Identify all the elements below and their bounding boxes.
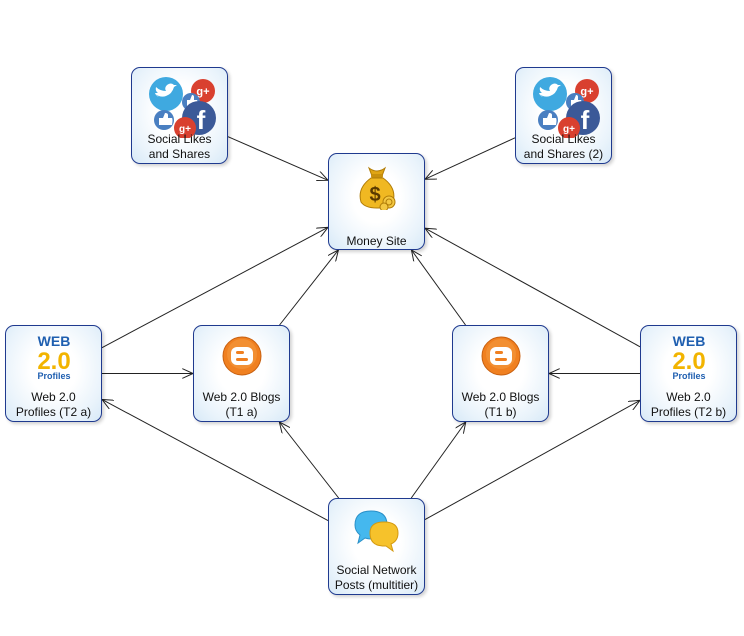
edge-social-network-posts-to-web20-blogs-t1b — [410, 422, 465, 499]
svg-text:f: f — [196, 105, 205, 135]
web20-icon-top: WEB — [672, 333, 705, 349]
svg-text:g+: g+ — [580, 86, 593, 98]
svg-text:f: f — [580, 105, 589, 135]
web20-icon-mid: 2.0 — [672, 348, 705, 375]
edge-social-likes-to-money-site — [227, 136, 328, 181]
node-label: Web 2.0 Profiles (T2 b) — [650, 390, 727, 419]
node-label: Social Likes and Shares — [147, 132, 212, 161]
edge-social-likes-2-to-money-site — [425, 137, 516, 179]
edge-social-network-posts-to-web20-profiles-t2b — [424, 400, 640, 521]
web20-icon-mid: 2.0 — [37, 348, 70, 375]
svg-text:g+: g+ — [179, 124, 191, 135]
money-bag-icon: $ — [355, 162, 399, 215]
node-social-likes[interactable]: g+ f g+ Social Likes and Shares — [131, 67, 228, 164]
web20-icon-top: WEB — [37, 333, 70, 349]
blogger-icon — [481, 336, 521, 381]
node-label: Money Site — [346, 234, 407, 248]
edge-web20-blogs-t1a-to-money-site — [279, 250, 339, 326]
svg-text:g+: g+ — [196, 86, 209, 98]
chat-bubbles-icon — [352, 507, 402, 558]
node-social-network-posts[interactable]: Social Network Posts (multitier) — [328, 498, 425, 595]
edge-web20-profiles-t2a-to-money-site — [101, 227, 328, 349]
web20-icon-bottom: Profiles — [37, 371, 70, 381]
node-web20-blogs-t1b[interactable]: Web 2.0 Blogs (T1 b) — [452, 325, 549, 422]
web20-icon-bottom: Profiles — [672, 371, 705, 381]
node-web20-blogs-t1a[interactable]: Web 2.0 Blogs (T1 a) — [193, 325, 290, 422]
node-label: Social Network Posts (multitier) — [334, 563, 419, 592]
social-likes-icon: g+ f g+ — [140, 74, 220, 143]
node-label: Web 2.0 Blogs (T1 a) — [202, 390, 281, 419]
edge-social-network-posts-to-web20-profiles-t2a — [102, 399, 329, 521]
blogger-icon — [222, 336, 262, 381]
edge-web20-blogs-t1b-to-money-site — [411, 250, 466, 326]
node-money-site[interactable]: $ Money Site — [328, 153, 425, 250]
social-likes-icon: g+ f g+ — [524, 74, 604, 143]
edge-web20-profiles-t2b-to-money-site — [425, 228, 641, 348]
edge-social-network-posts-to-web20-blogs-t1a — [279, 422, 340, 499]
svg-text:$: $ — [369, 184, 380, 206]
svg-text:g+: g+ — [563, 124, 575, 135]
node-label: Web 2.0 Profiles (T2 a) — [15, 390, 92, 419]
web20-profiles-icon: WEB 2.0 Profiles — [659, 332, 719, 382]
node-web20-profiles-t2a[interactable]: WEB 2.0 Profiles Web 2.0 Profiles (T2 a) — [5, 325, 102, 422]
web20-profiles-icon: WEB 2.0 Profiles — [24, 332, 84, 382]
node-label: Web 2.0 Blogs (T1 b) — [461, 390, 540, 419]
node-label: Social Likes and Shares (2) — [523, 132, 604, 161]
node-social-likes-2[interactable]: g+ f g+ Social Likes and Shares (2) — [515, 67, 612, 164]
node-web20-profiles-t2b[interactable]: WEB 2.0 Profiles Web 2.0 Profiles (T2 b) — [640, 325, 737, 422]
